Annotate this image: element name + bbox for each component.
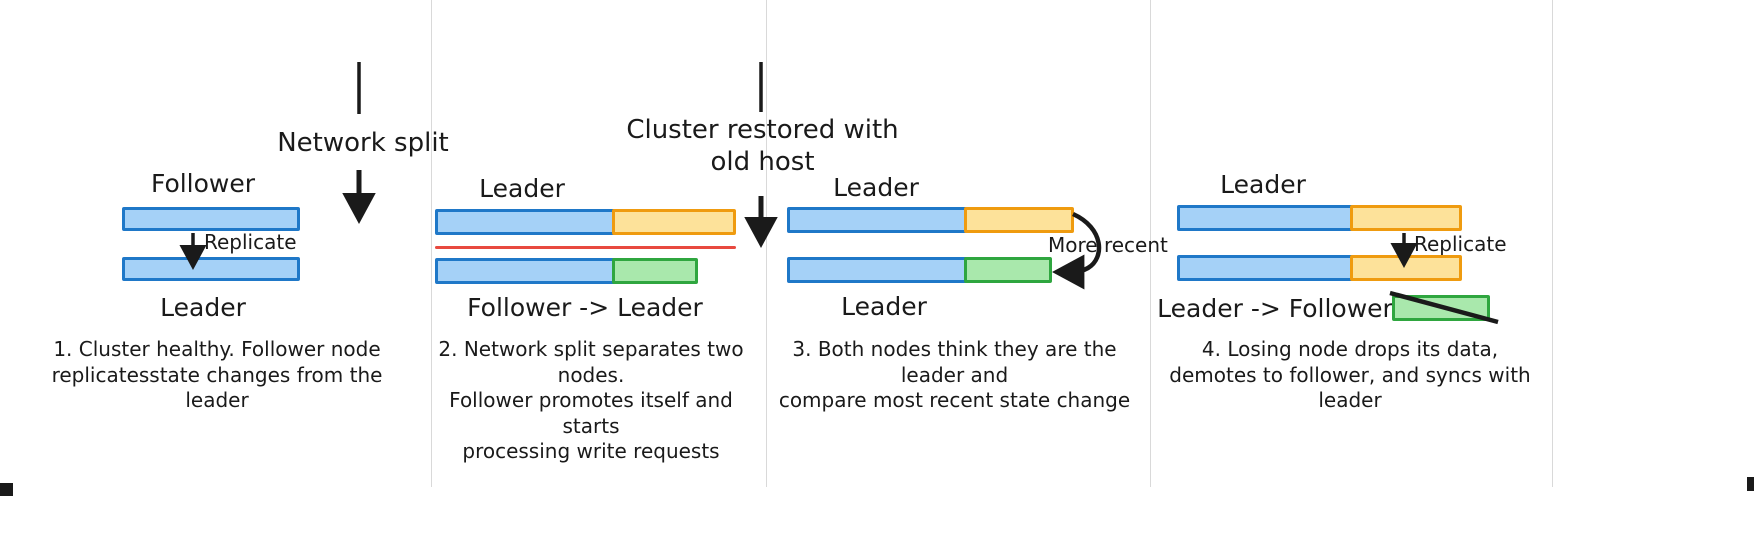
panel-1-top-label: Follower — [150, 169, 256, 198]
panel-4-bottom-label: Leader -> Follower — [1157, 294, 1393, 323]
panel-4-bottom-bar-orange — [1350, 255, 1462, 281]
panel-divider-1 — [431, 0, 432, 487]
corner-artifact — [0, 483, 13, 496]
panel-3-top-label: Leader — [833, 173, 919, 202]
panel-4-caption: 4. Losing node drops its data, demotes t… — [1169, 337, 1531, 413]
transition-network-split-label: Network split — [277, 128, 449, 158]
panel-2-caption: 2. Network split separates two nodes. Fo… — [438, 337, 744, 464]
panel-3-bottom-label: Leader — [841, 292, 927, 321]
panel-1-top-bar-blue — [122, 207, 300, 231]
panel-3-bottom-bar-blue — [787, 257, 967, 283]
panel-3-more-recent-label: More recent — [1048, 233, 1168, 257]
panel-2-top-label: Leader — [479, 174, 565, 203]
panel-divider-2 — [766, 0, 767, 487]
panel-2-top-bar-orange — [612, 209, 736, 235]
panel-divider-3 — [1150, 0, 1151, 487]
panel-2-split-line — [435, 246, 736, 249]
right-edge-artifact — [1747, 477, 1754, 491]
panel-4-discarded-block — [1392, 295, 1490, 321]
panel-4-replicate-label: Replicate — [1414, 232, 1507, 256]
panel-2-top-bar-blue — [435, 209, 615, 235]
panel-2-bottom-bar-blue — [435, 258, 615, 284]
panel-4-top-label: Leader — [1220, 170, 1306, 199]
panel-1-caption: 1. Cluster healthy. Follower node replic… — [51, 337, 383, 413]
panel-3-caption: 3. Both nodes think they are the leader … — [778, 337, 1131, 413]
panel-2-bottom-label: Follower -> Leader — [467, 293, 703, 322]
panel-4-top-bar-orange — [1350, 205, 1462, 231]
panel-3-bottom-bar-green — [964, 257, 1052, 283]
panel-4-bottom-bar-blue — [1177, 255, 1353, 281]
panel-4-top-bar-blue — [1177, 205, 1353, 231]
panel-2-bottom-bar-green — [612, 258, 698, 284]
transition-cluster-restored-label: Cluster restored with old host — [626, 115, 899, 177]
panel-1-bottom-label: Leader — [160, 293, 246, 322]
panel-divider-4 — [1552, 0, 1553, 487]
panel-1-replicate-label: Replicate — [204, 230, 297, 254]
panel-3-top-bar-blue — [787, 207, 967, 233]
panel-3-top-bar-orange — [964, 207, 1074, 233]
panel-1-bottom-bar-blue — [122, 257, 300, 281]
